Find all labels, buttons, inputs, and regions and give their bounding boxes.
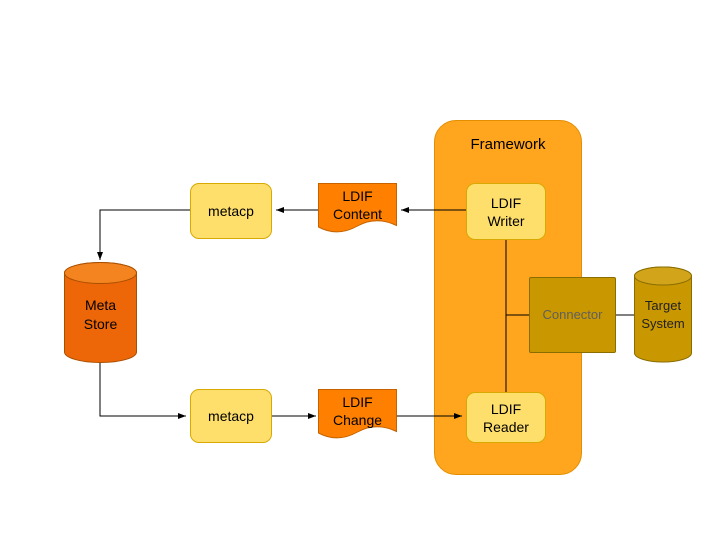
node-meta-store: Meta Store xyxy=(64,262,137,363)
database-cylinder-icon xyxy=(634,266,692,363)
node-ldif-writer-label: LDIF Writer xyxy=(487,194,525,229)
node-ldif-reader-label: LDIF Reader xyxy=(483,400,529,435)
document-shape-icon xyxy=(318,389,397,439)
node-connector: Connector xyxy=(529,277,616,353)
node-meta-store-label: Meta Store xyxy=(83,297,118,332)
node-metacp-bottom: metacp xyxy=(190,389,272,443)
node-ldif-content: LDIF Content xyxy=(318,183,397,239)
node-metacp-bottom-label: metacp xyxy=(208,408,254,424)
node-metacp-top-label: metacp xyxy=(208,203,254,219)
node-ldif-reader: LDIF Reader xyxy=(466,392,546,443)
node-target-system-label: Target System xyxy=(641,298,685,331)
edge-metastore-to-metacp xyxy=(99,362,186,419)
framework-label: Framework xyxy=(470,136,546,153)
document-shape-icon xyxy=(318,183,397,233)
node-ldif-change: LDIF Change xyxy=(318,389,397,445)
node-connector-label: Connector xyxy=(542,307,603,322)
node-ldif-content-label: LDIF Content xyxy=(332,188,383,222)
node-ldif-writer: LDIF Writer xyxy=(466,183,546,240)
node-metacp-top: metacp xyxy=(190,183,272,239)
node-target-system: Target System xyxy=(634,266,692,363)
edge-metacp-to-metastore xyxy=(97,209,190,260)
database-cylinder-icon xyxy=(64,262,137,363)
node-ldif-change-label: LDIF Change xyxy=(332,394,383,428)
